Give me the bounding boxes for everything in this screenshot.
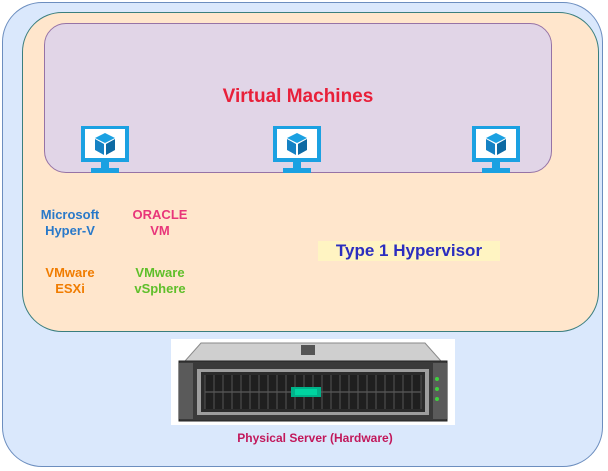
monitor-cube-icon [472,126,520,173]
label-line: VMware [135,265,185,280]
hypervisor-label-esxi: VMware ESXi [30,265,110,297]
hypervisor-type-label: Type 1 Hypervisor [318,241,500,261]
hypervisor-label-oracle-vm: ORACLE VM [120,207,200,239]
hypervisor-label-vsphere: VMware vSphere [120,265,200,297]
monitor-cube-icon [273,126,321,173]
label-line: vSphere [134,281,186,296]
label-line: ESXi [55,281,85,296]
monitor-cube-icon [81,126,129,173]
vm-title: Virtual Machines [222,86,374,107]
label-line: ORACLE [132,207,188,222]
label-line: VMware [45,265,95,280]
label-line: Microsoft [40,207,100,222]
label-line: Hyper-V [45,223,95,238]
server-caption: Physical Server (Hardware) [237,431,393,445]
label-line: VM [150,223,170,238]
server-rack-icon [178,342,448,422]
hypervisor-label-hyper-v: Microsoft Hyper-V [30,207,110,239]
server-image [171,339,455,425]
